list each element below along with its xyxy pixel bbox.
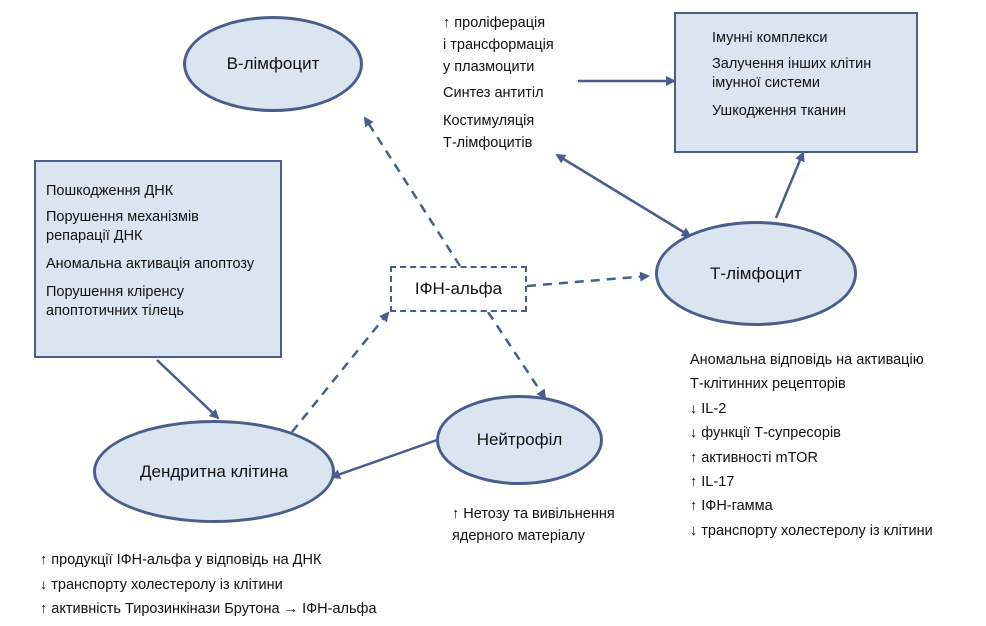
immune-item: Ушкодження тканин xyxy=(712,103,847,119)
ifn-alpha-node: ІФН-альфа xyxy=(390,266,527,312)
dendritic-notes: ↑ продукції ІФН-альфа у відповідь на ДНК… xyxy=(40,548,377,622)
arrow-t-costim xyxy=(555,153,692,238)
b-note: Синтез антитіл xyxy=(443,85,544,101)
arrow-neutrophil-to-dendritic xyxy=(330,438,438,480)
dna-item: репарації ДНК xyxy=(46,228,143,244)
dna-item: Порушення кліренсу xyxy=(46,284,185,300)
b-note: у плазмоцити xyxy=(443,59,535,75)
immune-effects-box: Імунні комплекси Залучення інших клітин … xyxy=(674,12,918,153)
t-note: ↑ ІФН-гамма xyxy=(690,498,773,515)
dendritic-cell-node: Дендритна клітина xyxy=(93,420,335,523)
t-note: Аномальна відповідь на активацію xyxy=(690,352,924,368)
dna-damage-box: Пошкодження ДНК Порушення механізмів реп… xyxy=(34,160,282,358)
immune-item: Залучення інших клітин xyxy=(712,56,872,72)
dna-item: Порушення механізмів xyxy=(46,209,199,225)
t-note: ↓ функції Т-супресорів xyxy=(690,425,841,442)
t-note: ↓ транспорту холестеролу із клітини xyxy=(690,522,933,539)
t-lymphocyte-node: Т-лімфоцит xyxy=(655,221,857,326)
arrow-ifn-to-neutrophil xyxy=(486,311,547,400)
b-cell-notes: ↑ проліферація і трансформація у плазмоц… xyxy=(443,12,554,154)
b-note: і трансформація xyxy=(443,37,554,53)
neutrophil-label: Нейтрофіл xyxy=(476,430,563,449)
neutrophil-note: ядерного матеріалу xyxy=(452,528,585,544)
dna-item: апоптотичних тілець xyxy=(46,303,184,319)
t-note: ↑ IL-17 xyxy=(690,474,735,491)
immune-item: Імунні комплекси xyxy=(712,30,828,46)
arrow-ifn-to-b xyxy=(363,116,462,267)
dna-item: Аномальна активація апоптозу xyxy=(46,256,255,272)
b-note: Костимуляція xyxy=(443,113,535,129)
t-cell-notes: Аномальна відповідь на активацію Т-кліти… xyxy=(690,348,933,543)
t-note: ↑ активності mTOR xyxy=(690,449,818,466)
b-lymphocyte-node: В-лімфоцит xyxy=(183,16,363,112)
arrow-t-to-immune xyxy=(774,151,805,219)
t-note: Т-клітинних рецепторів xyxy=(690,376,846,393)
dendritic-note: ↓ транспорту холестеролу із клітини xyxy=(40,576,283,593)
t-lymphocyte-label: Т-лімфоцит xyxy=(710,263,802,283)
immune-item: імунної системи xyxy=(712,75,820,91)
arrow-dna-to-dendritic xyxy=(156,359,220,420)
arrow-dendritic-to-ifn xyxy=(291,311,390,433)
b-note: ↑ проліферація xyxy=(443,15,546,31)
neutrophil-notes: ↑ Нетозу та вивільнення ядерного матеріа… xyxy=(452,503,615,547)
neutrophil-note: ↑ Нетозу та вивільнення xyxy=(452,506,615,522)
arrow-ifn-to-t xyxy=(526,271,650,288)
dendritic-note: ↑ активність Тирозинкінази Брутона → ІФН… xyxy=(40,601,377,617)
b-note: Т-лімфоцитів xyxy=(443,135,533,151)
t-note: ↓ IL-2 xyxy=(690,400,727,417)
ifn-alpha-label: ІФН-альфа xyxy=(414,279,503,298)
dna-item: Пошкодження ДНК xyxy=(46,183,174,199)
neutrophil-node: Нейтрофіл xyxy=(436,395,603,485)
dendritic-note: ↑ продукції ІФН-альфа у відповідь на ДНК xyxy=(40,552,322,568)
b-lymphocyte-label: В-лімфоцит xyxy=(226,54,320,73)
dendritic-cell-label: Дендритна клітина xyxy=(139,461,289,481)
